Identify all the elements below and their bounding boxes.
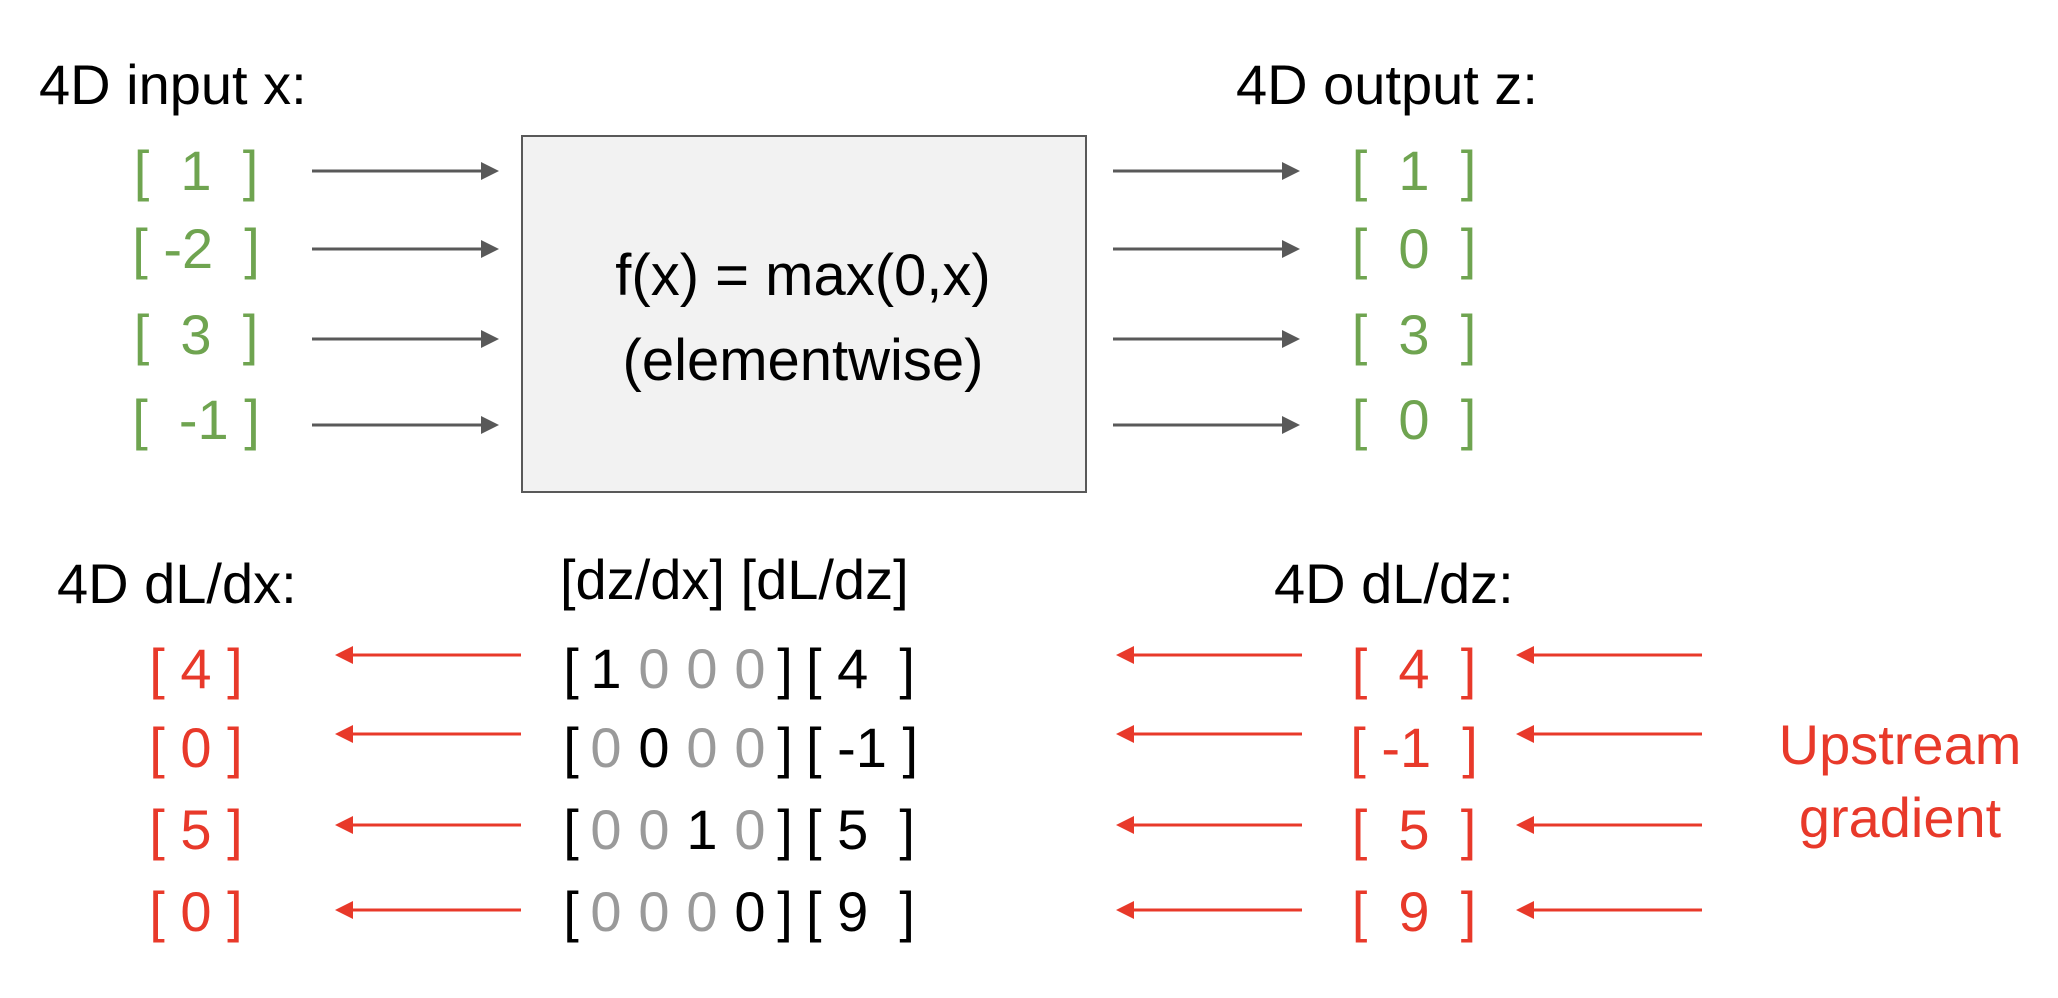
output-value: [ 0 ] (1351, 217, 1477, 280)
matrix-entry: 0 (734, 716, 766, 779)
matrix-entry: 0 (638, 880, 670, 943)
input-value: [ 3 ] (133, 303, 259, 366)
function-box (521, 135, 1087, 493)
matrix-entry: 0 (590, 716, 622, 779)
upstream-vector-entry: [ 9 ] (806, 880, 915, 943)
input-title: 4D input x: (39, 53, 307, 116)
input-value: [ -1 ] (132, 388, 260, 451)
grad-z-value: [ 9 ] (1351, 880, 1477, 943)
matrix-entry: 0 (590, 798, 622, 861)
matrix-bracket: [ (563, 798, 579, 861)
matrix-entry: 0 (686, 880, 718, 943)
matrix-bracket: [ (563, 637, 579, 700)
matrix-entry: 0 (638, 716, 670, 779)
output-value: [ 1 ] (1351, 139, 1477, 202)
matrix-bracket: ] (777, 716, 793, 779)
grad-z-value: [ 5 ] (1351, 798, 1477, 861)
upstream-label: Upstream (1778, 713, 2022, 776)
upstream-vector-entry: [ 4 ] (806, 637, 915, 700)
input-value: [ -2 ] (132, 217, 260, 280)
matrix-entry: 0 (686, 716, 718, 779)
grad-z-value: [ 4 ] (1351, 637, 1477, 700)
matrix-entry: 0 (590, 880, 622, 943)
matrix-entry: 1 (590, 637, 622, 700)
matrix-bracket: ] (777, 637, 793, 700)
grad-x-value: [ 5 ] (149, 798, 243, 861)
jacobian-title: [dz/dx] [dL/dz] (560, 548, 909, 611)
matrix-entry: 0 (638, 637, 670, 700)
matrix-entry: 1 (686, 798, 718, 861)
grad-z-value: [ -1 ] (1350, 716, 1478, 779)
upstream-vector-entry: [ -1 ] (806, 716, 919, 779)
grad-x-title: 4D dL/dx: (57, 552, 297, 615)
matrix-bracket: ] (777, 798, 793, 861)
input-value: [ 1 ] (133, 139, 259, 202)
function-formula: f(x) = max(0,x) (615, 243, 991, 308)
matrix-entry: 0 (686, 637, 718, 700)
function-note: (elementwise) (622, 328, 984, 393)
upstream-label: gradient (1798, 786, 2002, 849)
output-value: [ 0 ] (1351, 388, 1477, 451)
matrix-bracket: ] (777, 880, 793, 943)
matrix-bracket: [ (563, 716, 579, 779)
upstream-vector-entry: [ 5 ] (806, 798, 915, 861)
grad-x-value: [ 4 ] (149, 637, 243, 700)
matrix-entry: 0 (734, 637, 766, 700)
grad-x-value: [ 0 ] (149, 716, 243, 779)
output-value: [ 3 ] (1351, 303, 1477, 366)
matrix-bracket: [ (563, 880, 579, 943)
matrix-entry: 0 (638, 798, 670, 861)
grad-x-value: [ 0 ] (149, 880, 243, 943)
output-title: 4D output z: (1236, 53, 1538, 116)
matrix-entry: 0 (734, 798, 766, 861)
matrix-entry: 0 (734, 880, 766, 943)
grad-z-title: 4D dL/dz: (1274, 552, 1514, 615)
